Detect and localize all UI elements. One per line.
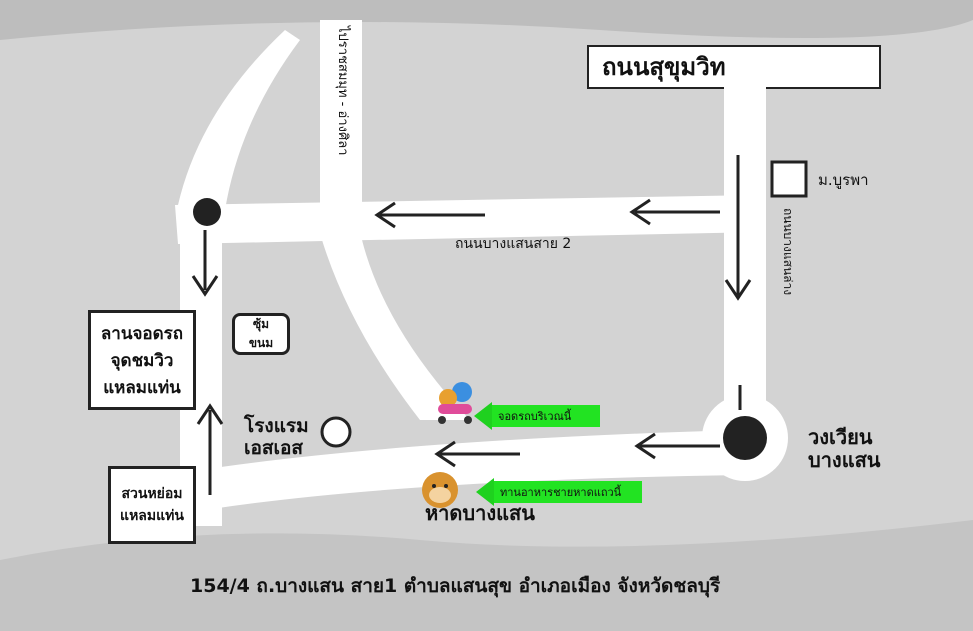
address-text: 154/4 ถ.บางแสน สาย1 ตำบลแสนสุข อำเภอเมือ…	[190, 575, 721, 597]
hotel-line-1: โรงแรม	[244, 415, 309, 437]
hotel-label: โรงแรม เอสเอส	[244, 415, 309, 460]
parking-view-line-1: ลานจอดรถ	[100, 323, 184, 344]
shop-box: ซุ้ม ขนม	[232, 313, 290, 355]
burapha-marker	[770, 160, 808, 198]
prachasamosorn-label: ไปราชสมมุท - อ่างศิลา	[334, 26, 350, 156]
roundabout-line-2: บางแสน	[808, 448, 881, 472]
roundabout-center	[723, 416, 767, 460]
parking-callout: จอดรถบริเวณนี้	[474, 402, 600, 430]
garden-line-2: แหลมแท่น	[120, 508, 184, 524]
roundabout-label: วงเวียน บางแสน	[808, 426, 880, 472]
hotel-line-2: เอสเอส	[244, 436, 304, 459]
food-callout-text: ทานอาหารชายหาดแถวนี้	[494, 481, 642, 503]
garden-box: สวนหย่อม แหลมแท่น	[108, 466, 196, 544]
food-callout: ทานอาหารชายหาดแถวนี้	[476, 478, 642, 506]
shop-line-1: ซุ้ม	[252, 317, 270, 331]
roundabout-line-1: วงเวียน	[808, 425, 873, 449]
sea-shade	[0, 520, 973, 631]
beach-road	[200, 430, 742, 510]
scooter-mascot-icon	[438, 382, 472, 424]
shop-line-2: ขนม	[248, 336, 274, 350]
parking-callout-text: จอดรถบริเวณนี้	[492, 405, 600, 427]
top-left-curve-road	[178, 30, 300, 210]
parking-callout-arrow-icon	[474, 402, 492, 430]
sukhumvit-label: ถนนสุขุมวิท	[602, 53, 726, 81]
burapha-label: ม.บูรพา	[818, 171, 869, 189]
direction-arrows	[191, 155, 752, 495]
bangsaen-sai2-label: ถนนบางแสนสาย 2	[455, 236, 572, 252]
parking-view-line-2: จุดชมวิว	[110, 350, 174, 371]
hotel-marker	[320, 416, 352, 448]
curved-road	[322, 240, 470, 420]
food-callout-arrow-icon	[476, 478, 494, 506]
garden-line-1: สวนหย่อม	[121, 486, 183, 502]
right-road-label: ถนนบางแสนล่าง	[780, 208, 795, 296]
junction-dot	[193, 198, 221, 226]
parking-view-line-3: แหลมแท่น	[103, 377, 181, 398]
prachasamosorn-road	[320, 20, 362, 210]
parking-view-box: ลานจอดรถ จุดชมวิว แหลมแท่น	[88, 310, 196, 410]
sky-shade	[0, 0, 973, 40]
right-vertical-road	[724, 86, 766, 436]
beach-label: หาดบางแสน	[425, 501, 535, 525]
monkey-mascot-icon	[422, 472, 458, 508]
